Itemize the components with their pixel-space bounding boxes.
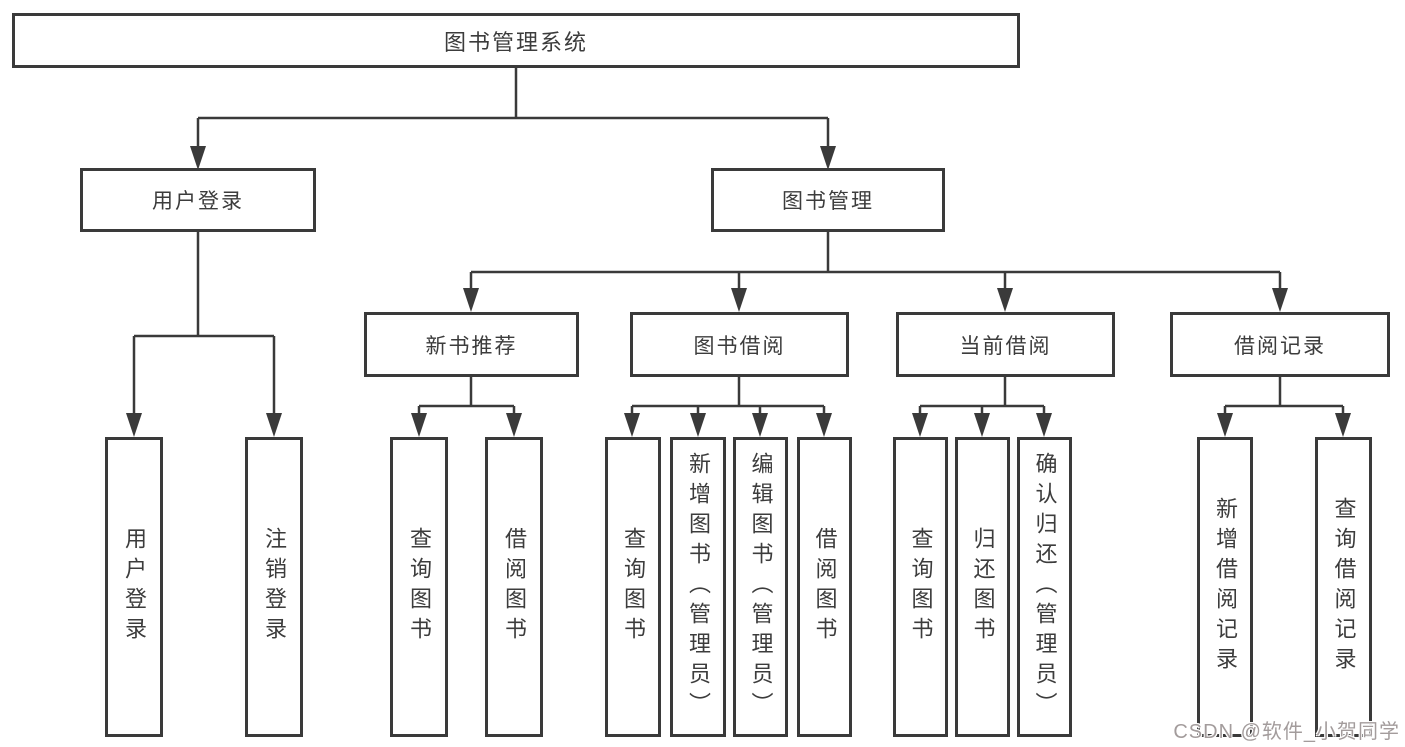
leaf-query-books-current: 查询图书	[893, 437, 948, 737]
leaf-add-borrow-record: 新增借阅记录	[1197, 437, 1253, 737]
node-new-book-recommend: 新书推荐	[364, 312, 579, 377]
node-label: 用户登录	[152, 190, 244, 213]
leaf-label: 查询借阅记录	[1331, 497, 1357, 677]
leaf-add-book-admin: 新增图书（管理员）	[670, 437, 726, 737]
leaf-query-books-borrow: 查询图书	[605, 437, 661, 737]
leaf-borrow-books: 借阅图书	[797, 437, 852, 737]
leaf-label: 确认归还（管理员）	[1032, 452, 1058, 722]
leaf-return-book: 归还图书	[955, 437, 1010, 737]
node-book-borrowing: 图书借阅	[630, 312, 849, 377]
node-current-borrowing: 当前借阅	[896, 312, 1115, 377]
leaf-label: 借阅图书	[812, 527, 838, 647]
node-label: 图书借阅	[693, 334, 786, 358]
node-book-management-system: 图书管理系统	[12, 13, 1020, 68]
leaf-label: 编辑图书（管理员）	[748, 452, 774, 722]
leaf-label: 用户登录	[122, 527, 147, 647]
leaf-label: 借阅图书	[502, 527, 527, 647]
leaf-label: 归还图书	[970, 527, 996, 647]
node-label: 图书管理系统	[443, 29, 588, 55]
node-book-management: 图书管理	[711, 168, 945, 232]
leaf-label: 新增借阅记录	[1213, 497, 1238, 677]
leaf-label: 新增图书（管理员）	[686, 452, 711, 722]
leaf-query-borrow-record: 查询借阅记录	[1315, 437, 1372, 737]
node-borrowing-records: 借阅记录	[1170, 312, 1390, 377]
leaf-query-books-recommend: 查询图书	[390, 437, 448, 737]
node-label: 新书推荐	[425, 334, 518, 358]
leaf-label: 注销登录	[262, 527, 287, 647]
leaf-borrow-books-recommend: 借阅图书	[485, 437, 543, 737]
node-label: 图书管理	[782, 190, 874, 213]
node-label: 当前借阅	[959, 334, 1052, 358]
node-user-login: 用户登录	[80, 168, 316, 232]
leaf-user-login: 用户登录	[105, 437, 163, 737]
csdn-watermark: CSDN @软件_小贺同学	[1173, 721, 1400, 743]
leaf-label: 查询图书	[407, 527, 432, 647]
node-label: 借阅记录	[1234, 334, 1326, 358]
leaf-confirm-return-admin: 确认归还（管理员）	[1017, 437, 1072, 737]
leaf-label: 查询图书	[621, 527, 646, 647]
leaf-label: 查询图书	[908, 527, 934, 647]
leaf-edit-book-admin: 编辑图书（管理员）	[733, 437, 788, 737]
leaf-logout: 注销登录	[245, 437, 303, 737]
